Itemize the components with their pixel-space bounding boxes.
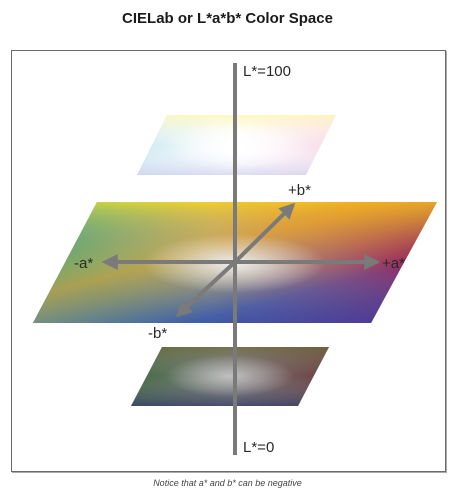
diagram-frame: L*=100 L*=0 -a* +a* +b* -b* <box>11 50 446 472</box>
b-axis-positive <box>233 202 296 264</box>
b-negative-label: -b* <box>148 325 167 342</box>
a-negative-label: -a* <box>74 255 93 272</box>
axes <box>101 63 381 455</box>
diagram-caption: Notice that a* and b* can be negative <box>153 478 302 488</box>
b-positive-label: +b* <box>288 182 311 199</box>
plane-low-lightness <box>131 347 329 406</box>
lab-color-space-diagram: L*=100 L*=0 -a* +a* +b* -b* <box>33 63 437 456</box>
a-positive-label: +a* <box>382 255 405 272</box>
b-axis-negative <box>175 260 237 318</box>
diagram-title: CIELab or L*a*b* Color Space <box>122 10 333 27</box>
l-min-label: L*=0 <box>243 439 274 456</box>
l-max-label: L*=100 <box>243 63 291 80</box>
